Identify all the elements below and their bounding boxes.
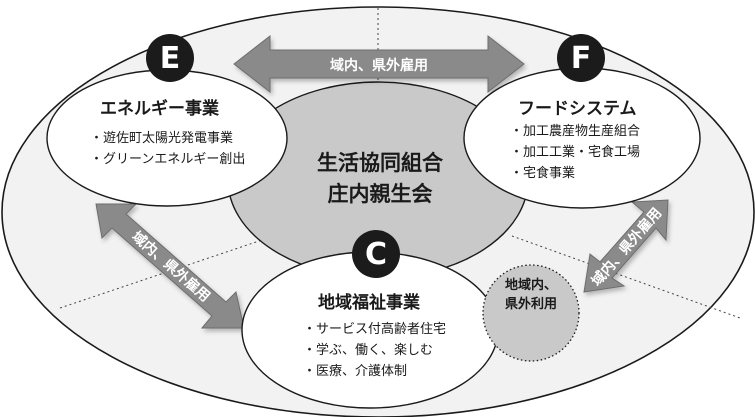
node-f-item-3: ・宅食事業 [510, 166, 576, 181]
badge-line-2: 県外利用 [504, 297, 557, 312]
node-c-item-3: ・医療、介護体制 [303, 364, 408, 379]
arrow-right [583, 199, 669, 293]
node-f-item-1: ・加工農産物生産組合 [510, 124, 641, 139]
letter-e-badge: E [146, 34, 194, 82]
regional-use-badge: 地域内、 県外利用 [483, 276, 579, 314]
arrow-top-label: 域内、県外雇用 [330, 57, 428, 74]
arrow-top [233, 34, 525, 94]
badge-line-1: 地域内、 [504, 278, 557, 293]
node-c-item-1: ・サービス付高齢者住宅 [303, 322, 447, 337]
center-line-1: 生活協同組合 [317, 151, 443, 175]
badge-circle [482, 264, 580, 362]
center-label: 生活協同組合 庄内親生会 [310, 148, 450, 210]
letter-c-badge: C [352, 230, 400, 278]
letter-f-badge: F [557, 34, 605, 82]
center-line-2: 庄内親生会 [327, 182, 433, 206]
node-e-title: エネルギー事業 [100, 99, 219, 119]
divider-left [59, 239, 263, 309]
divider-right [511, 235, 741, 319]
node-f-item-2: ・加工工業・宅食工場 [510, 145, 641, 160]
node-c-item-2: ・学ぶ、働く、楽しむ [303, 343, 434, 358]
node-c-title: 地域福祉事業 [318, 293, 420, 313]
node-e-item-2: ・グリーンエネルギー創出 [90, 152, 246, 167]
node-f-title: フードシステム [518, 99, 637, 119]
node-e-item-1: ・遊佐町太陽光発電事業 [90, 131, 234, 146]
